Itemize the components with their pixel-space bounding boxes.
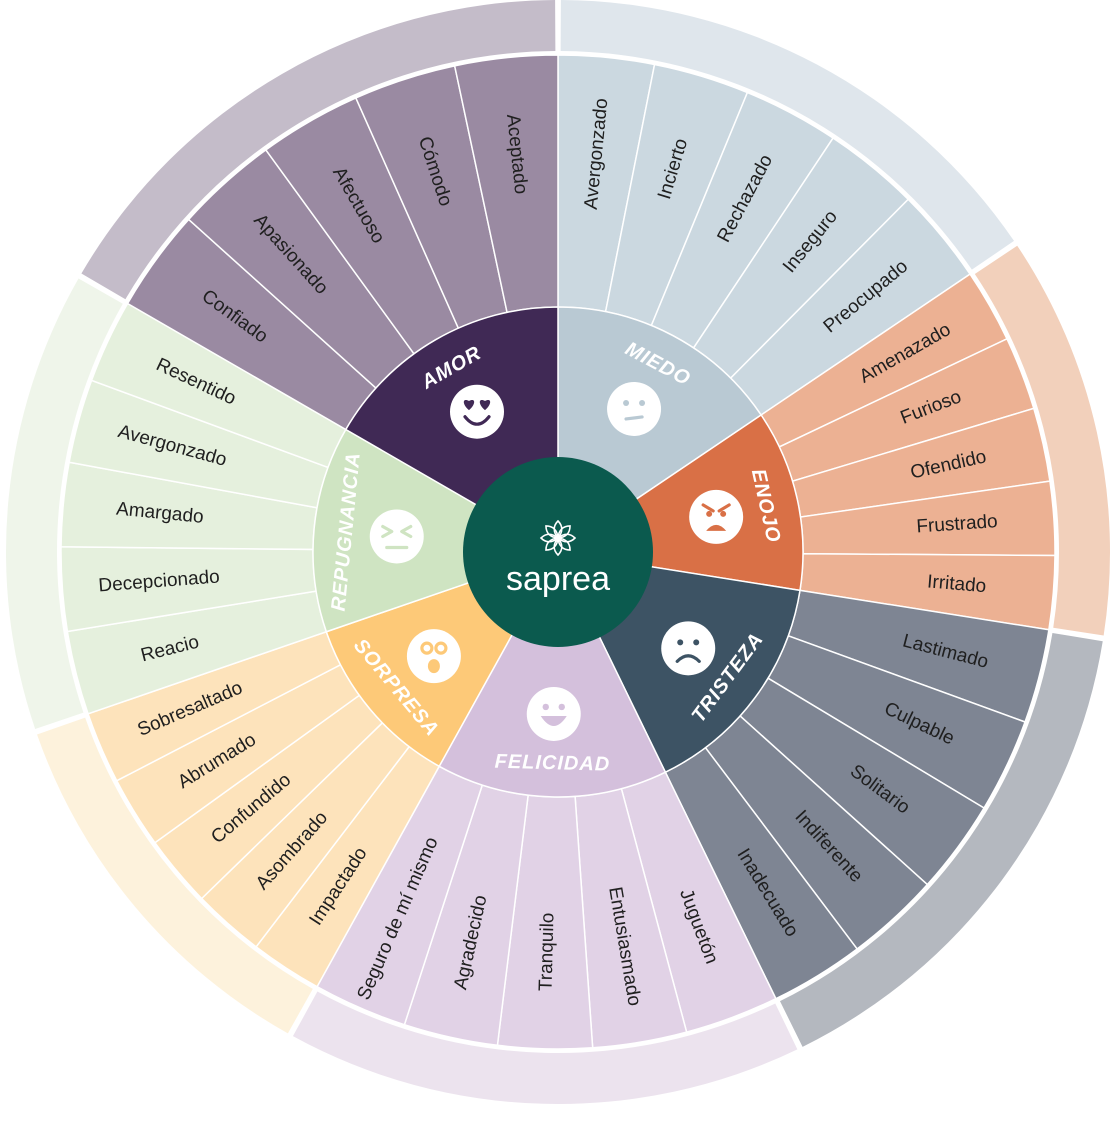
outer-ring <box>5 0 1110 1104</box>
sub-emotion-label: Tranquilo <box>536 912 559 991</box>
outer-band-amor <box>81 0 556 300</box>
outer-band-tristeza <box>779 632 1103 1047</box>
neutral-face-icon <box>607 381 662 436</box>
outer-band-enojo <box>974 245 1110 636</box>
center-logo: saprea <box>463 457 653 647</box>
angry-face-icon <box>689 489 744 544</box>
core-emotion-label-felicidad: FELICIDAD <box>494 751 610 776</box>
outer-band-miedo <box>560 0 1015 270</box>
outer-band-felicidad <box>292 991 798 1104</box>
brand-name: saprea <box>506 560 610 598</box>
flower-logo-icon <box>539 519 577 557</box>
sub-emotion-label: Irritado <box>926 571 987 597</box>
heart-eyes-face-icon <box>450 384 504 439</box>
happy-face-icon <box>526 686 581 741</box>
center-circle <box>463 457 653 647</box>
sad-face-icon <box>661 621 716 676</box>
outer-band-repugnancia <box>5 278 123 729</box>
disgusted-face-icon <box>369 509 424 564</box>
outer-band-sorpresa <box>37 717 313 1034</box>
surprised-face-icon <box>406 629 461 684</box>
